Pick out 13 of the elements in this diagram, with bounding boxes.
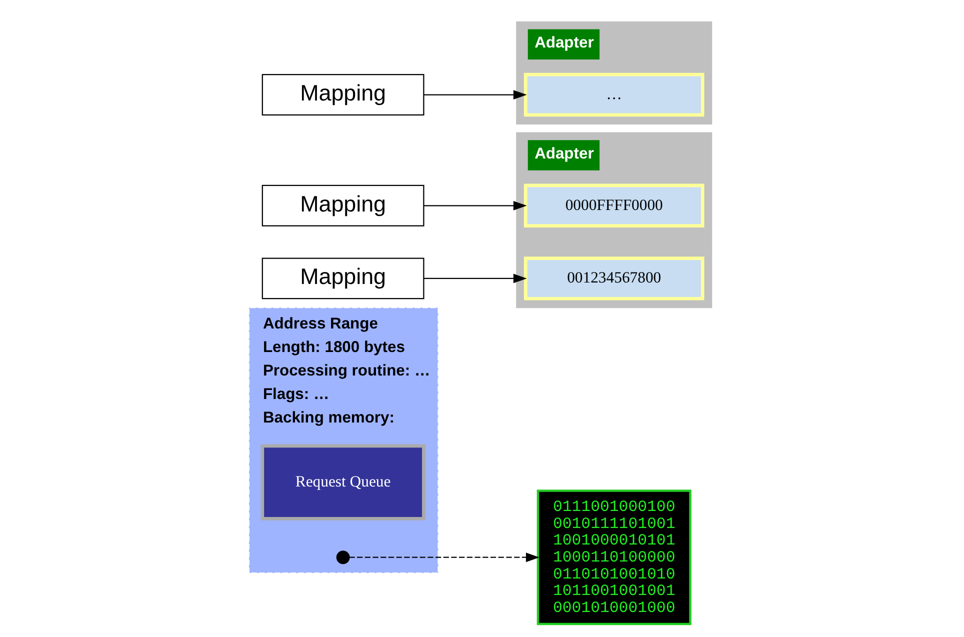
arrow — [423, 274, 526, 284]
arrow — [423, 200, 526, 210]
node-box: Mapping — [261, 74, 424, 116]
arrow — [423, 90, 526, 100]
node-box: … — [523, 72, 704, 117]
node-box: Mapping — [261, 184, 424, 226]
node-box: 0111001000100 0010111101001 1001000010101 1000110100000 0110101001010 1011001001001 0001010001000 — [536, 490, 691, 626]
arrow — [348, 552, 539, 562]
node-circle — [336, 550, 350, 564]
node-box: Mapping — [261, 258, 424, 300]
node-box: Request Queue — [260, 444, 425, 520]
node-box: 001234567800 — [523, 256, 704, 300]
node-box: 0000FFFF0000 — [523, 184, 704, 228]
